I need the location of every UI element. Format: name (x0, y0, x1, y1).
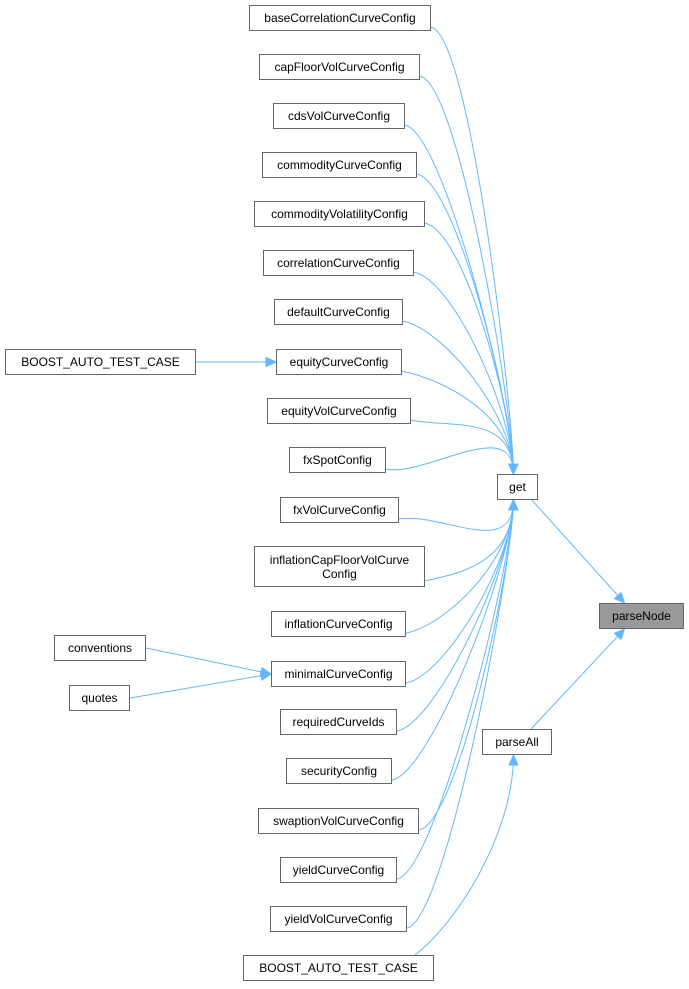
edge-equityVolCurveConfig-to-get (410, 419, 514, 475)
edge-yieldVolCurveConfig-to-get (406, 499, 514, 929)
node-required-curve-ids[interactable]: requiredCurveIds (280, 709, 397, 735)
node-equity-curve-config[interactable]: equityCurveConfig (276, 349, 402, 375)
edge-boostTest2-to-parseAll (414, 754, 514, 956)
edge-fxSpotConfig-to-get (385, 447, 514, 475)
edge-quotes-to-minimalCurveConfig-arrowhead (259, 670, 273, 681)
edge-correlationCurveConfig-to-get (413, 271, 514, 475)
node-security-config[interactable]: securityConfig (286, 758, 392, 784)
edge-swaptionVolCurveConfig-to-get (418, 499, 514, 831)
edge-parseAll-to-parseNode-arrowhead (613, 628, 626, 641)
node-quotes[interactable]: quotes (69, 685, 130, 711)
edge-inflationCurveConfig-to-get (405, 499, 514, 634)
node-default-curve-config[interactable]: defaultCurveConfig (274, 299, 403, 325)
edge-fxSpotConfig-to-get-arrowhead (508, 463, 519, 476)
edge-parseAll-to-parseNode (530, 628, 625, 730)
edge-requiredCurveIds-to-get (396, 499, 514, 732)
edge-equityCurveConfig-to-get (401, 370, 514, 475)
node-minimal-curve-config[interactable]: minimalCurveConfig (271, 661, 406, 687)
node-fx-vol-curve-config[interactable]: fxVolCurveConfig (280, 497, 399, 523)
node-base-correlation-curve-config[interactable]: baseCorrelationCurveConfig (249, 5, 431, 31)
edge-securityConfig-to-get (391, 499, 514, 781)
edge-yieldVolCurveConfig-to-get-arrowhead (508, 498, 519, 511)
node-parse-node[interactable]: parseNode (599, 603, 684, 629)
node-inflation-curve-config[interactable]: inflationCurveConfig (271, 611, 406, 637)
node-yield-vol-curve-config[interactable]: yieldVolCurveConfig (270, 906, 407, 932)
node-equity-vol-curve-config[interactable]: equityVolCurveConfig (267, 398, 411, 424)
edge-get-to-parseNode (531, 499, 625, 604)
node-conventions[interactable]: conventions (54, 635, 146, 661)
edge-boostTest1-to-equityCurveConfig-arrowhead (265, 356, 278, 368)
node-boost-test2[interactable]: BOOST_AUTO_TEST_CASE (243, 955, 434, 981)
edge-boostTest2-to-parseAll-arrowhead (508, 753, 519, 766)
node-cds-vol-curve-config[interactable]: cdsVolCurveConfig (273, 103, 405, 129)
node-yield-curve-config[interactable]: yieldCurveConfig (280, 857, 397, 883)
edge-fxVolCurveConfig-to-get (398, 499, 514, 531)
node-commodity-curve-config[interactable]: commodityCurveConfig (262, 152, 417, 178)
edge-baseCorrelationCurveConfig-to-get (430, 26, 514, 475)
node-boost-test1[interactable]: BOOST_AUTO_TEST_CASE (5, 349, 196, 375)
node-inflation-cap-floor-vol-curve-config[interactable]: inflationCapFloorVolCurve Config (254, 546, 425, 587)
edge-commodityVolatilityConfig-to-get (424, 222, 514, 475)
edge-quotes-to-minimalCurveConfig (129, 673, 272, 699)
node-swaption-vol-curve-config[interactable]: swaptionVolCurveConfig (258, 808, 419, 834)
edge-get-to-parseNode-arrowhead (613, 591, 626, 604)
node-get[interactable]: get (497, 474, 538, 500)
node-fx-spot-config[interactable]: fxSpotConfig (289, 447, 386, 473)
node-commodity-volatility-config[interactable]: commodityVolatilityConfig (254, 201, 425, 227)
edge-capFloorVolCurveConfig-to-get (419, 75, 514, 475)
node-correlation-curve-config[interactable]: correlationCurveConfig (263, 250, 414, 276)
edge-conventions-to-minimalCurveConfig (145, 647, 272, 675)
edge-yieldCurveConfig-to-get (396, 499, 514, 880)
node-parse-all[interactable]: parseAll (482, 729, 552, 755)
node-cap-floor-vol-curve-config[interactable]: capFloorVolCurveConfig (259, 54, 420, 80)
